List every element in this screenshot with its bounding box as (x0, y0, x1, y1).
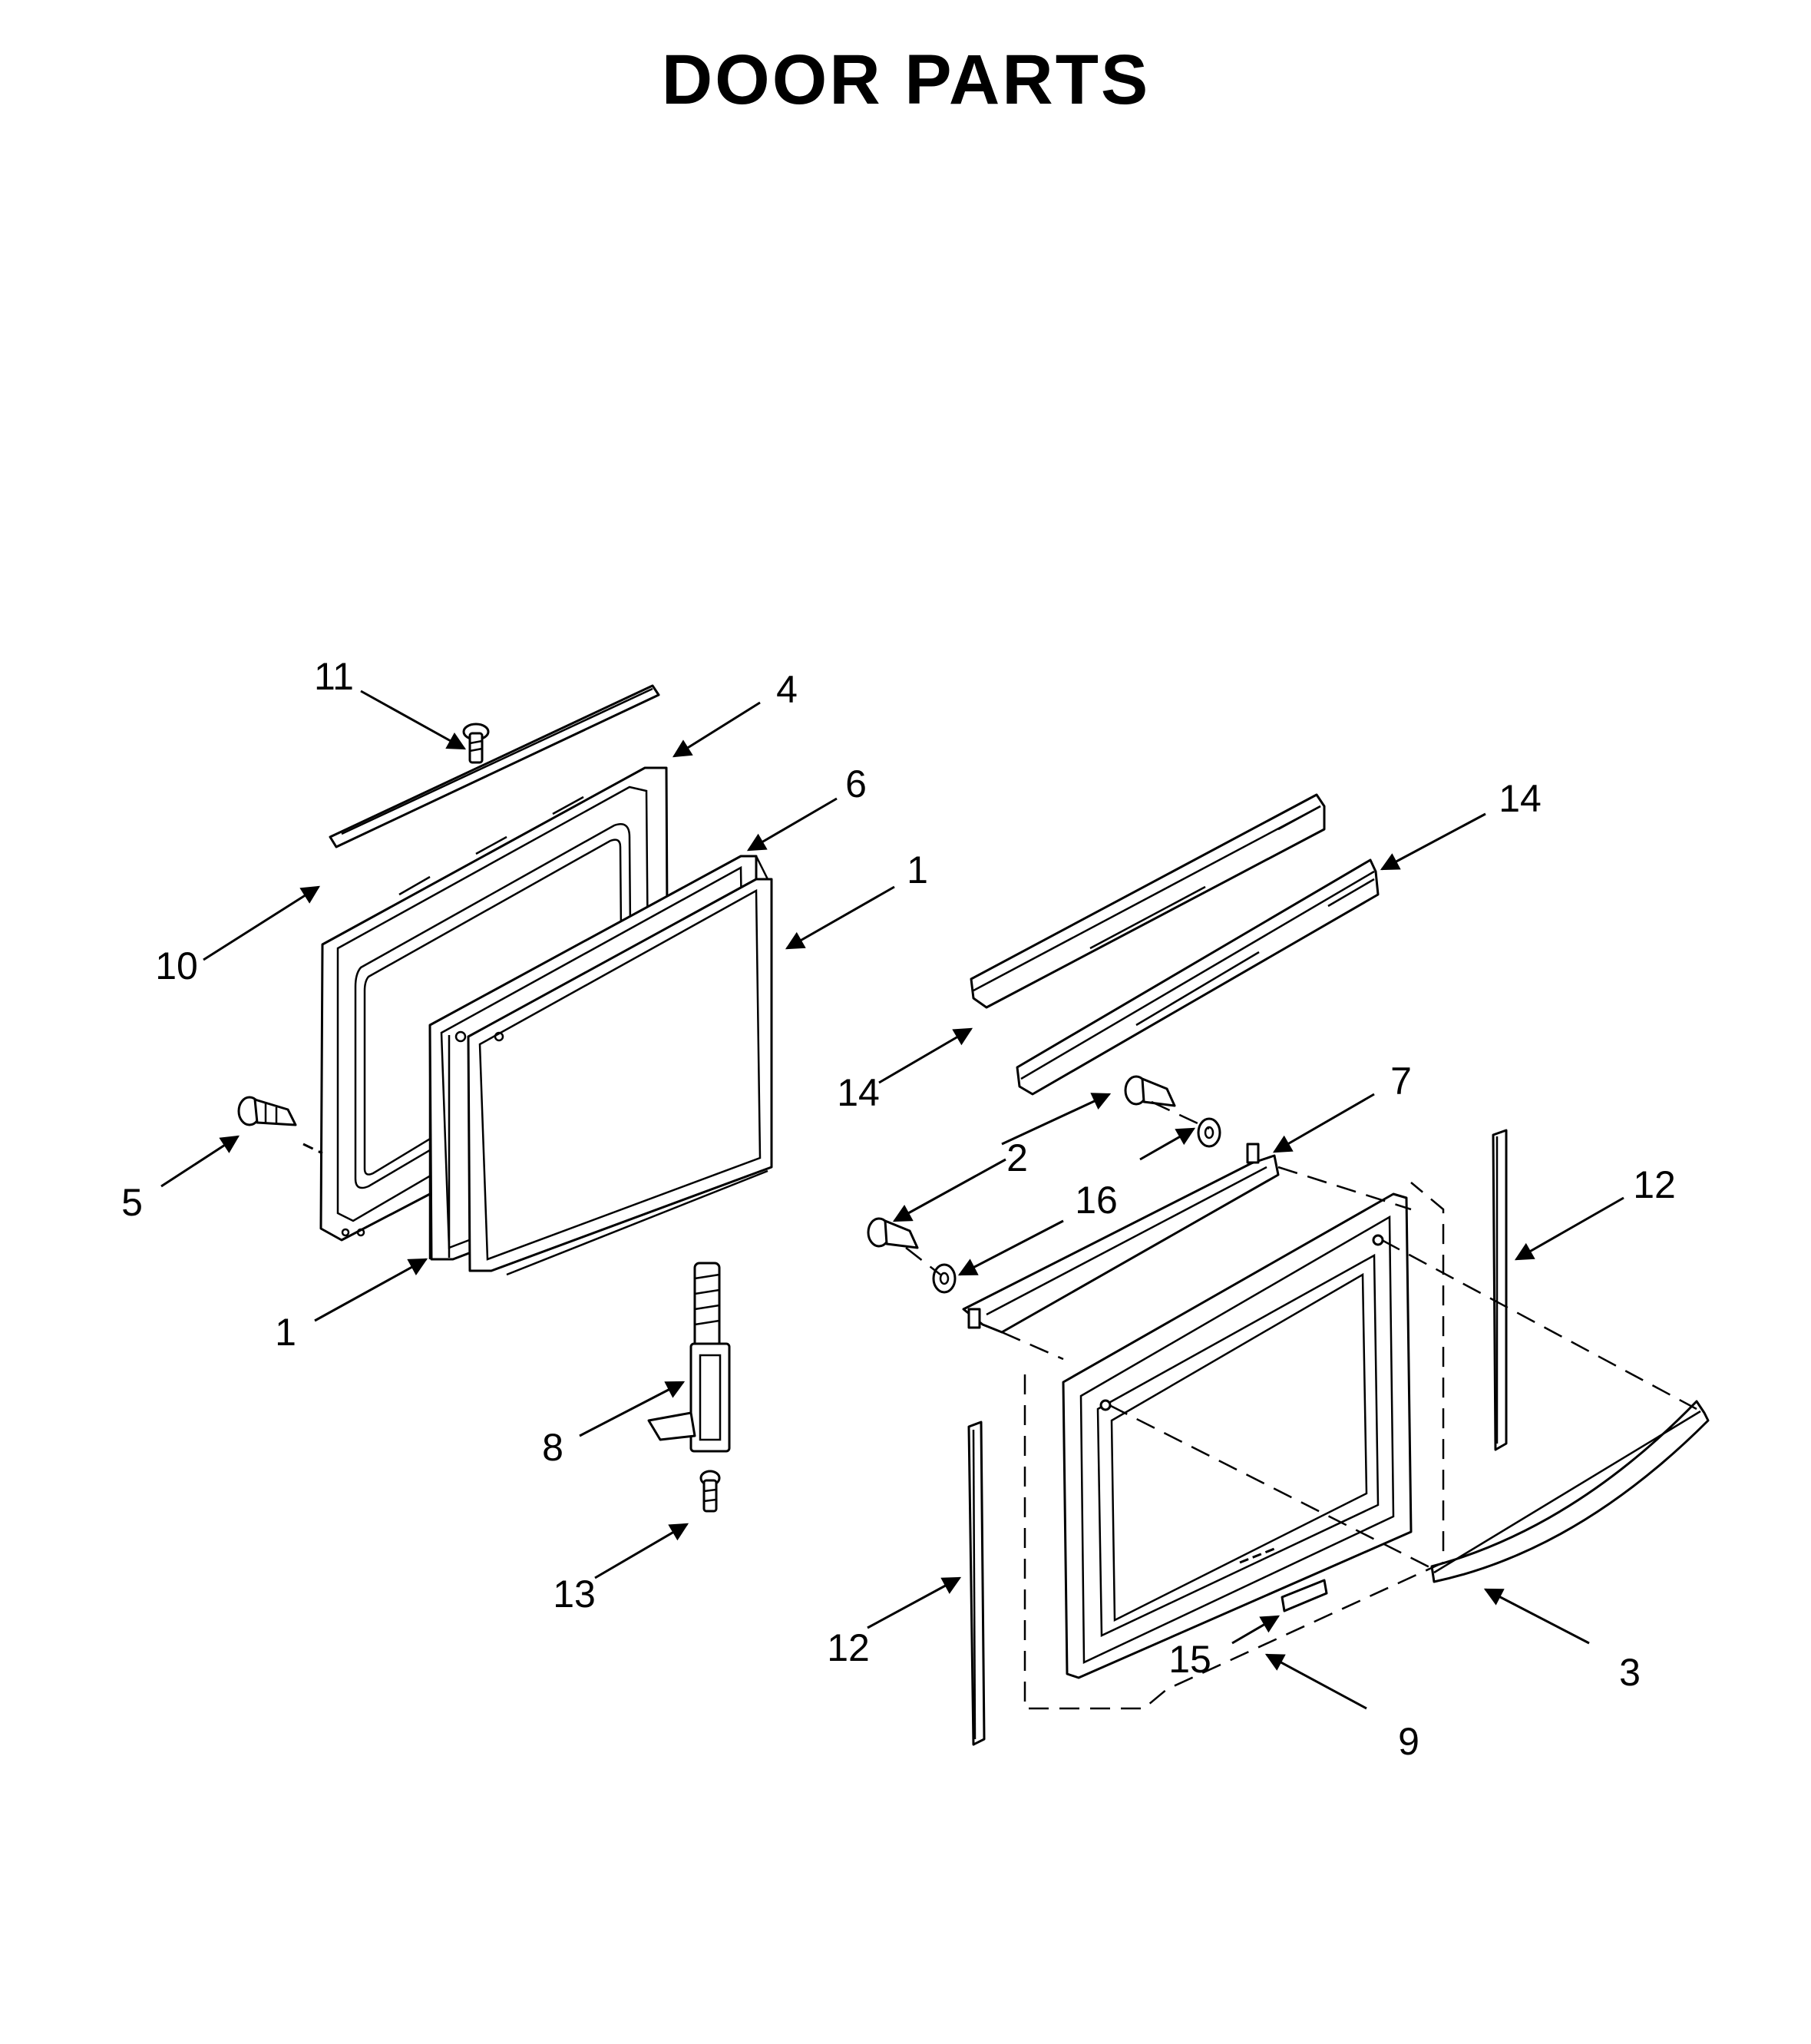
callout-1-right: 1 (907, 848, 928, 891)
callout-11: 11 (314, 655, 354, 698)
callout-9: 9 (1398, 1720, 1419, 1763)
part-12-side-trim-left (967, 1421, 986, 1746)
callout-7: 7 (1390, 1060, 1412, 1103)
part-8-hinge (647, 1262, 731, 1453)
callout-13: 13 (553, 1573, 596, 1616)
callout-14-right: 14 (1499, 777, 1542, 820)
leader-lines (160, 690, 1624, 1710)
callout-14-left: 14 (837, 1071, 880, 1114)
part-6-door-glass-pack (428, 855, 773, 1276)
part-12-side-trim-right (1492, 1129, 1508, 1451)
page-title: DOOR PARTS (662, 41, 1151, 119)
part-9-outer-door-panel (1062, 1192, 1413, 1679)
callout-1-left: 1 (275, 1311, 296, 1354)
part-14-lower-channel (1016, 858, 1380, 1096)
part-2-screw-lower (867, 1217, 919, 1249)
part-14-upper-channel (970, 793, 1326, 1009)
part-11-screw (462, 723, 490, 764)
callout-15: 15 (1168, 1638, 1211, 1681)
part-3-door-handle (1430, 1400, 1710, 1583)
part-13-screw (699, 1470, 721, 1513)
callout-12-right: 12 (1633, 1163, 1676, 1206)
part-7-handle-bracket (962, 1143, 1280, 1334)
assembly-guide-lines (905, 1100, 1697, 1710)
callout-8: 8 (542, 1426, 563, 1469)
callout-12-left: 12 (827, 1626, 870, 1669)
callout-10: 10 (155, 944, 198, 987)
part-2-screw-upper (1124, 1075, 1176, 1107)
callout-6: 6 (845, 762, 867, 805)
callout-4: 4 (776, 668, 798, 711)
callout-2: 2 (1006, 1136, 1028, 1179)
callout-3: 3 (1619, 1651, 1641, 1694)
part-15-badge (1239, 1546, 1328, 1612)
part-16-washer-upper (1197, 1117, 1221, 1148)
callout-16: 16 (1075, 1179, 1118, 1222)
part-10-vent-strip (329, 684, 660, 848)
part-16-washer-lower (932, 1263, 957, 1294)
callout-5: 5 (121, 1181, 143, 1224)
callout-labels: 11 4 6 1 10 5 1 8 13 14 14 7 2 16 12 12 … (121, 655, 1676, 1763)
part-5-screw (237, 1096, 323, 1155)
